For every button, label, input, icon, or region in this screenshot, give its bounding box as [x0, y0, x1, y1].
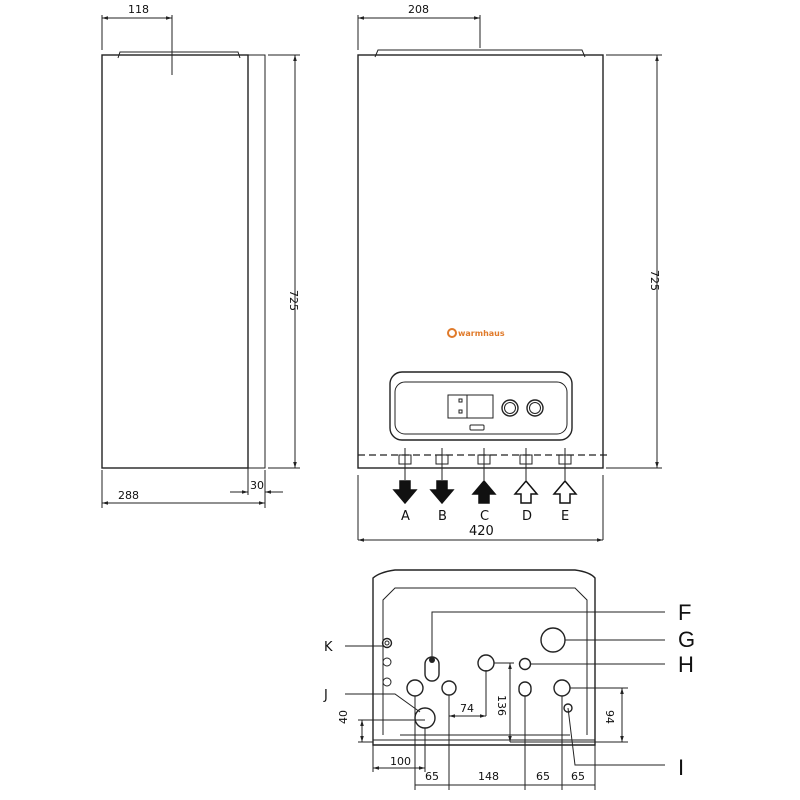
svg-text:warmhaus: warmhaus: [458, 329, 505, 338]
dim-front-top: 208: [408, 3, 429, 16]
side-top-cap: [117, 51, 241, 59]
label-k: K: [324, 640, 333, 655]
side-body: [101, 54, 249, 469]
connection-label: E: [561, 509, 569, 524]
dim-136: 136: [495, 695, 508, 716]
dim-side-top: 118: [128, 3, 149, 16]
dim-65-b: 65: [536, 770, 550, 783]
front-top-cap: [374, 49, 586, 58]
label-f: F: [678, 600, 691, 625]
control-panel: [389, 371, 573, 441]
dim-front-width: 420: [469, 524, 494, 539]
pipe-a: [406, 679, 424, 697]
power-button[interactable]: [469, 424, 485, 431]
connection-label: D: [522, 509, 532, 524]
label-h: H: [678, 652, 694, 677]
connection-label: A: [401, 509, 410, 524]
dim-148: 148: [478, 770, 499, 783]
connection-a: A: [392, 448, 418, 524]
display-screen: [447, 394, 494, 419]
bottom-view: F G H I K J 40 100 65 148 65 65 74 136 9…: [323, 569, 695, 790]
knob-left[interactable]: [501, 399, 519, 417]
connection-k: [381, 637, 393, 649]
dim-100: 100: [390, 755, 411, 768]
connection-e: E: [552, 448, 578, 524]
dim-side-bracket: 30: [250, 479, 264, 492]
arrow-up-icon: [471, 479, 497, 504]
connection-h: [518, 657, 532, 671]
dim-65-c: 65: [571, 770, 585, 783]
bottom-outline: [372, 569, 596, 746]
connection-g: [540, 627, 566, 653]
knob-right[interactable]: [526, 399, 544, 417]
front-body: [357, 54, 604, 469]
arrow-down-icon: [429, 480, 455, 505]
arrow-down-icon: [392, 480, 418, 505]
connection-d: D: [513, 448, 539, 524]
side-bracket: [247, 54, 266, 469]
side-view: 118 725 288 30: [101, 3, 300, 508]
connection-label: B: [438, 509, 447, 524]
connection-label: C: [480, 509, 489, 524]
connection-b: B: [429, 448, 455, 524]
dim-40: 40: [337, 710, 350, 724]
connection-c: C: [471, 448, 497, 524]
dim-74: 74: [460, 702, 474, 715]
dim-front-height: 725: [648, 270, 661, 291]
label-g: G: [678, 627, 695, 652]
pipe-c: [477, 654, 495, 672]
dim-side-depth: 288: [118, 489, 139, 502]
dim-94: 94: [603, 710, 616, 724]
front-view: 208 725 warmhaus 420 A B C D E: [357, 3, 662, 542]
dim-65-a: 65: [425, 770, 439, 783]
arrow-up-icon: [513, 479, 539, 504]
pipe-e: [553, 679, 571, 697]
warmhaus-logo: warmhaus: [447, 328, 505, 338]
pipe-b: [441, 680, 457, 696]
label-j: J: [323, 688, 328, 703]
pipe-d: [518, 681, 532, 697]
dim-side-height: 725: [287, 290, 300, 311]
arrow-up-icon: [552, 479, 578, 504]
label-i: I: [678, 755, 684, 780]
